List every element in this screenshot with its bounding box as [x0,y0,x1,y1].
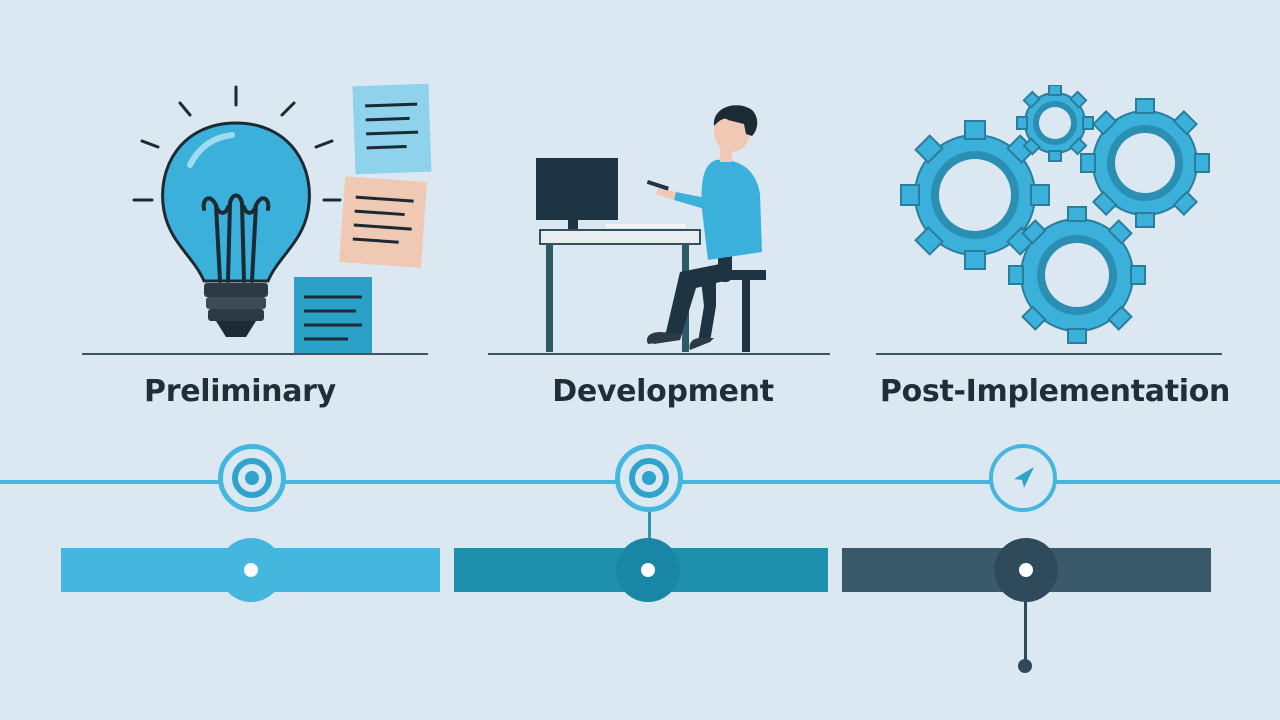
timeline-end-dot [1018,659,1032,673]
phase-label-development: Development [552,374,774,409]
send-arrow-icon [1014,467,1034,488]
milestone-post-implementation[interactable] [989,444,1057,512]
gears-icon [900,85,1210,344]
phase-baseline-development [488,353,830,355]
phase-label-post-implementation: Post-Implementation [879,374,1231,409]
connector-post-implementation [1024,592,1027,662]
person-at-computer-icon [536,105,766,352]
connector-development [648,512,651,552]
phase-node-preliminary[interactable] [219,538,283,602]
phase-baseline-preliminary [82,353,428,355]
target-icon [629,458,669,498]
milestone-preliminary[interactable] [218,444,286,512]
milestone-development[interactable] [615,444,683,512]
phase-baseline-post-implementation [876,353,1222,355]
phase-node-post-implementation[interactable] [994,538,1058,602]
lightbulb-icon [132,83,432,353]
target-icon [232,458,272,498]
phase-node-development[interactable] [616,538,680,602]
phase-label-preliminary: Preliminary [144,374,336,409]
